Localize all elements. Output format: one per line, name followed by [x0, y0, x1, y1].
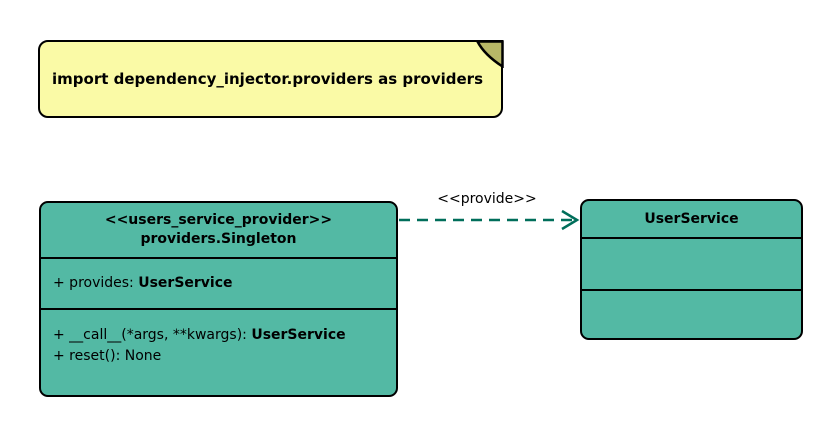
note: import dependency_injector.providers as … — [38, 39, 504, 118]
provider-class-stereotype: <<users_service_provider>> — [104, 212, 333, 228]
provider-methods-compartment: + __call__(*args, **kwargs): UserService… — [41, 308, 396, 395]
service-class-header: UserService — [582, 201, 801, 237]
provider-attributes-compartment: + provides: UserService — [41, 257, 396, 308]
service-class-box: UserService — [580, 199, 803, 340]
note-text: import dependency_injector.providers as … — [52, 70, 484, 88]
provider-class-box: <<users_service_provider>> providers.Sin… — [39, 201, 398, 397]
note-fold-icon — [475, 39, 504, 68]
service-attributes-compartment — [582, 237, 801, 289]
dependency-label: <<provide>> — [437, 191, 537, 207]
provider-class-name: providers.Singleton — [140, 231, 297, 247]
method-line-reset: + reset(): None — [53, 348, 162, 364]
provider-class-header: <<users_service_provider>> providers.Sin… — [41, 203, 396, 257]
service-class-name: UserService — [644, 210, 739, 227]
attribute-line: + provides: UserService — [53, 275, 233, 291]
service-methods-compartment — [582, 289, 801, 338]
method-line-call: + __call__(*args, **kwargs): UserService — [53, 327, 346, 343]
